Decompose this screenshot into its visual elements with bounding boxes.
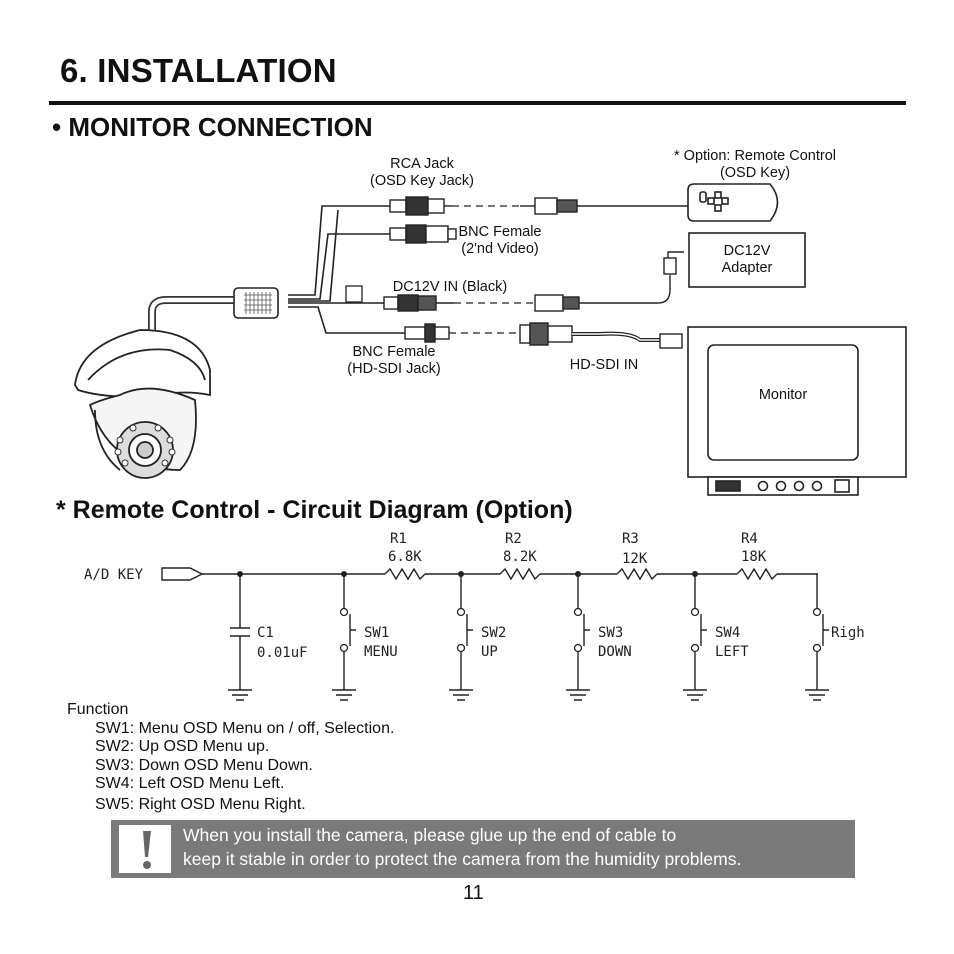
dc-plug xyxy=(534,251,684,312)
camera-dome xyxy=(74,329,211,479)
c1-name: C1 xyxy=(257,625,274,641)
ad-key-label: A/D KEY xyxy=(84,567,144,583)
sw1-name: SW1 xyxy=(364,625,389,641)
section-monitor-connection: • MONITOR CONNECTION xyxy=(52,112,373,142)
r2-value: 8.2K xyxy=(503,549,537,565)
sw3-label: DOWN xyxy=(598,644,632,660)
warning-line-1: When you install the camera, please glue… xyxy=(183,825,677,845)
r1-name: R1 xyxy=(390,531,407,547)
r2-name: R2 xyxy=(505,531,522,547)
dc12v-adapter-box xyxy=(688,232,806,288)
rca-plug xyxy=(520,197,694,215)
bnc-female-hdsdi xyxy=(404,323,450,343)
function-sw1: SW1: Menu OSD Menu on / off, Selection. xyxy=(95,720,395,737)
r3-value: 12K xyxy=(622,551,648,567)
r4-value: 18K xyxy=(741,549,767,565)
sw2-label: UP xyxy=(481,644,498,660)
bnc-female-2nd-video xyxy=(389,224,457,244)
page-title: 6. INSTALLATION xyxy=(60,52,337,89)
r4-name: R4 xyxy=(741,531,758,547)
section-remote-circuit: * Remote Control - Circuit Diagram (Opti… xyxy=(56,496,573,524)
sw1-label: MENU xyxy=(364,644,398,660)
dc12v-in-connector xyxy=(383,294,454,312)
r3-name: R3 xyxy=(622,531,639,547)
dc12v-in-label: DC12V IN (Black) xyxy=(392,279,508,295)
sw4-name: SW4 xyxy=(715,625,740,641)
sw3-name: SW3 xyxy=(598,625,623,641)
c1-value: 0.01uF xyxy=(257,645,308,661)
sw2-name: SW2 xyxy=(481,625,506,641)
warning-text: When you install the camera, please glue… xyxy=(183,823,741,871)
rca-jack-label: RCA Jack(OSD Key Jack) xyxy=(370,156,474,189)
page-number: 11 xyxy=(463,882,484,904)
monitor-label: Monitor xyxy=(758,387,808,403)
function-sw3: SW3: Down OSD Menu Down. xyxy=(95,757,313,774)
resistor-r1 xyxy=(384,567,426,581)
resistor-r2 xyxy=(499,567,541,581)
function-sw5: SW5: Right OSD Menu Right. xyxy=(95,796,306,813)
warning-box: When you install the camera, please glue… xyxy=(111,820,855,878)
rca-jack-connector xyxy=(389,196,452,216)
bnc-2nd-video-label: BNC Female(2'nd Video) xyxy=(458,224,542,257)
bnc-hdsdi-label: BNC Female(HD-SDI Jack) xyxy=(347,344,441,377)
hdsdi-in-label: HD-SDI IN xyxy=(569,357,639,373)
camera-connector xyxy=(233,287,279,319)
ad-key-connector xyxy=(161,567,204,581)
sw5-label: Righ xyxy=(831,625,865,641)
option-remote-label: * Option: Remote Control(OSD Key) xyxy=(674,148,836,181)
r1-value: 6.8K xyxy=(388,549,422,565)
resistor-r3 xyxy=(616,567,658,581)
title-rule xyxy=(49,101,906,105)
sw4-label: LEFT xyxy=(715,644,749,660)
exclamation-icon xyxy=(119,825,171,873)
resistor-r4 xyxy=(736,567,778,581)
function-heading: Function xyxy=(67,701,129,718)
bnc-male-plug xyxy=(519,322,683,349)
function-sw2: SW2: Up OSD Menu up. xyxy=(95,738,270,755)
monitor xyxy=(687,326,907,496)
warning-line-2: keep it stable in order to protect the c… xyxy=(183,849,742,869)
remote-control xyxy=(687,183,779,222)
function-sw4: SW4: Left OSD Menu Left. xyxy=(95,775,285,792)
